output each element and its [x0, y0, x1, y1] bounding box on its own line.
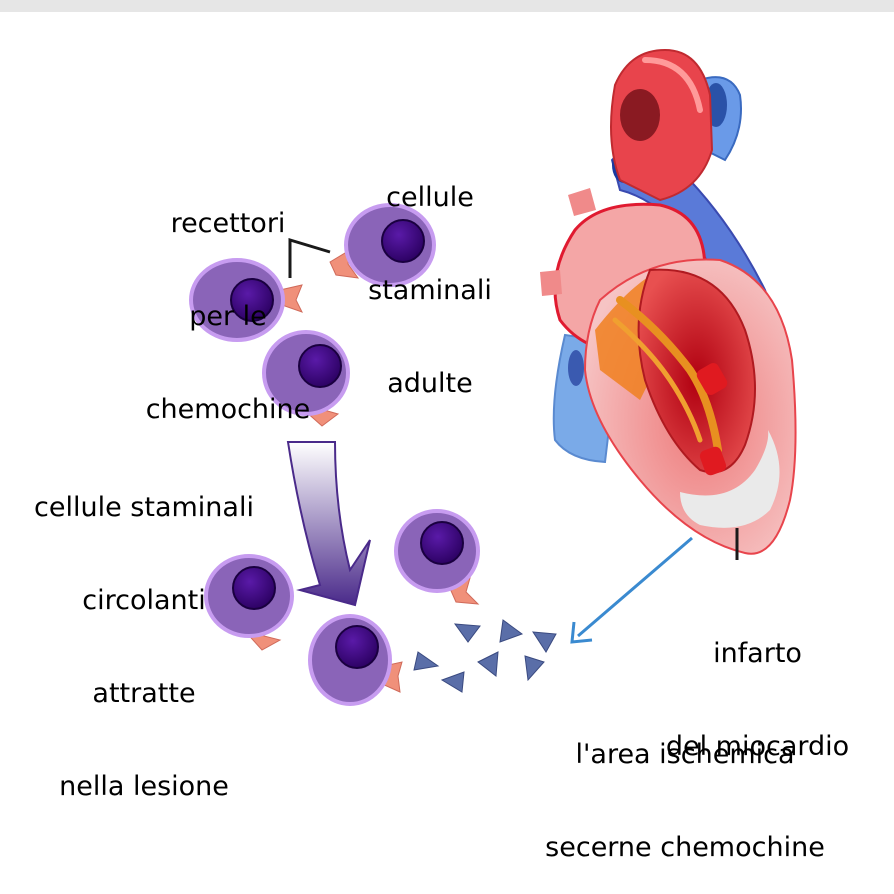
chemokine-triangle: [455, 624, 480, 642]
chemokine-triangle: [533, 632, 556, 652]
chemokine-triangle: [442, 672, 464, 692]
stem-cell: [310, 616, 402, 704]
vessel-small-opening: [568, 350, 584, 386]
aorta-opening: [620, 89, 660, 141]
atrium-stub-top: [568, 188, 596, 216]
label-circulating-cells: cellule staminali circolanti attratte ne…: [14, 430, 274, 833]
heart-illustration: [540, 50, 796, 560]
chemokine-triangle: [478, 652, 498, 676]
label-adult-stem-cells: cellule staminali adulte: [355, 120, 505, 430]
migration-arrow: [288, 442, 370, 605]
chemokine-triangle: [500, 620, 522, 642]
chemokine-triangle: [414, 652, 438, 670]
nucleus: [421, 522, 463, 564]
label-ischemic-area: l'area ischemica secerne chemochine: [520, 677, 850, 894]
nucleus: [336, 626, 378, 668]
label-receptors: recettori per le chemochine: [128, 146, 328, 456]
stem-cell: [396, 511, 478, 604]
atrium-stub-left: [540, 270, 562, 296]
